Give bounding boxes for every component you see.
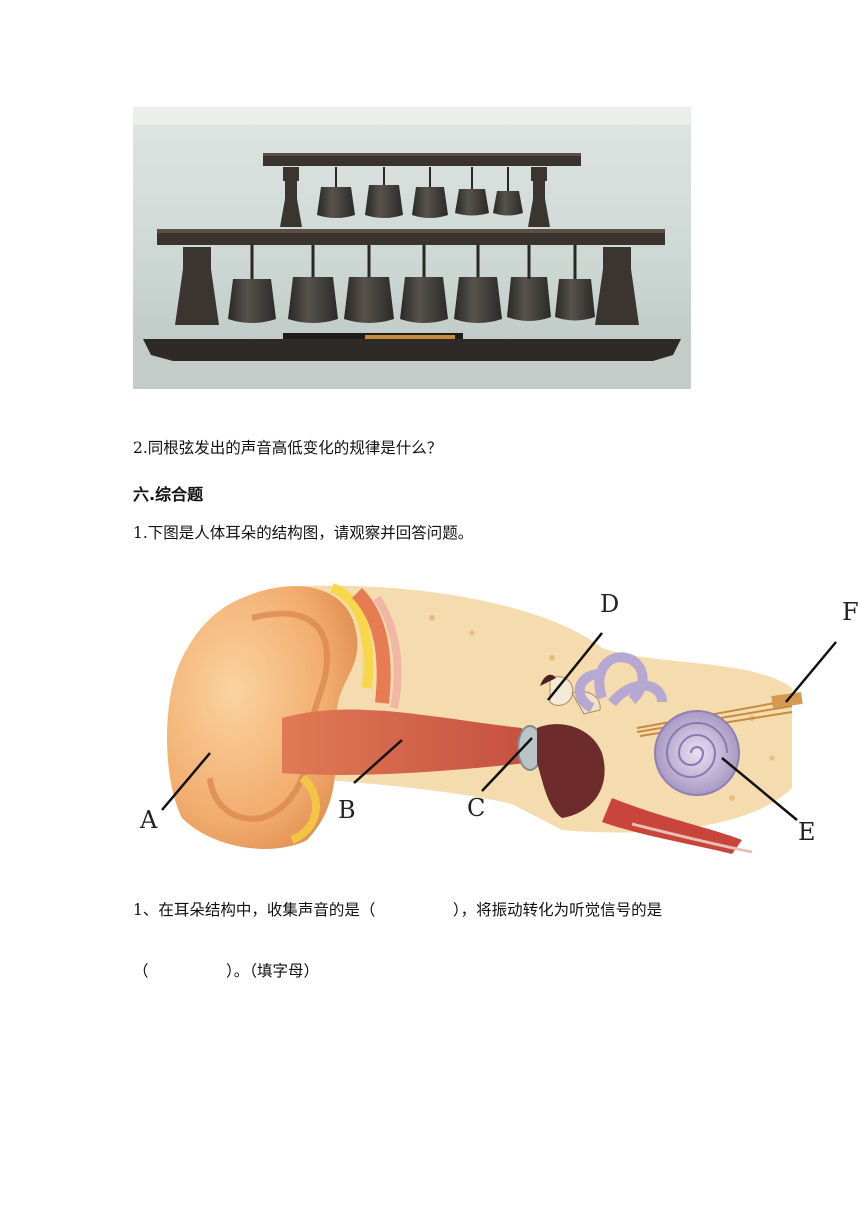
question-1-text: 1.下图是人体耳朵的结构图，请观察并回答问题。 bbox=[133, 524, 474, 542]
label-c: C bbox=[467, 794, 485, 822]
label-b: B bbox=[338, 796, 356, 824]
subquestion-1-line-1: 1、在耳朵结构中，收集声音的是（ ），将振动转化为听觉信号的是 bbox=[133, 901, 663, 919]
label-d: D bbox=[600, 590, 619, 618]
label-f: F bbox=[842, 598, 859, 626]
subquestion-1-line-2: （ ）。（填字母） bbox=[133, 962, 320, 980]
label-a: A bbox=[139, 806, 158, 834]
question-2-text: 2.同根弦发出的声音高低变化的规律是什么？ bbox=[133, 439, 443, 457]
chime-bells-icon bbox=[133, 107, 691, 389]
ear-anatomy-icon: A B C D F E bbox=[139, 583, 859, 854]
section-heading: 六.综合题 bbox=[133, 485, 204, 504]
ear-diagram: A B C D F E bbox=[132, 578, 860, 860]
label-e: E bbox=[798, 818, 816, 846]
bells-photo bbox=[133, 107, 691, 389]
